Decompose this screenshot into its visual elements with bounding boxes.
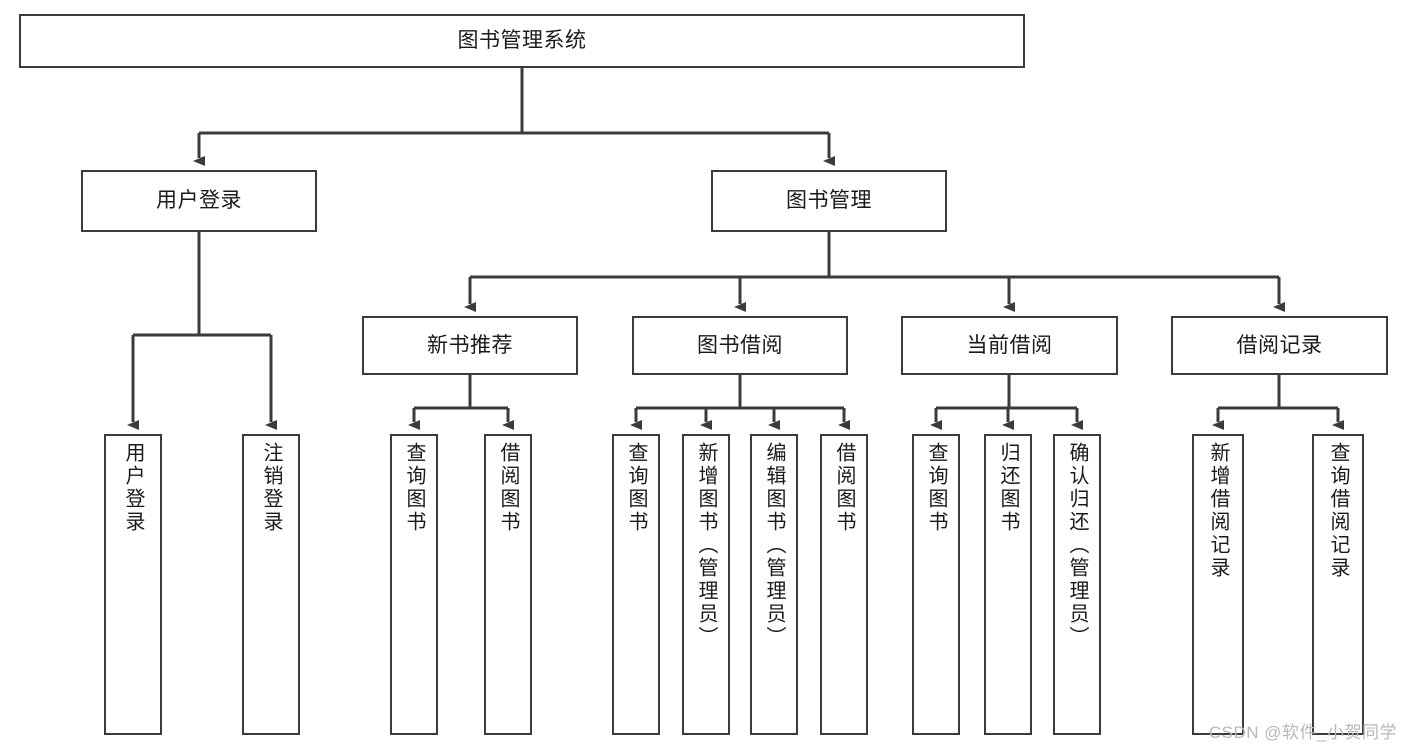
node-root-system[interactable]: 图书管理系统: [19, 14, 1025, 68]
leaf-node[interactable]: 注销登录: [242, 434, 300, 735]
watermark-text: CSDN @软件_小贺同学: [1208, 723, 1397, 742]
leaf-node[interactable]: 用户登录: [104, 434, 162, 735]
node-user-login[interactable]: 用户登录: [81, 170, 317, 232]
leaf-node[interactable]: 确认归还（管理员）: [1053, 434, 1101, 735]
leaf-node-label: 编辑图书（管理员）: [763, 442, 785, 649]
node-book-borrow-label: 图书借阅: [697, 333, 783, 357]
leaf-node[interactable]: 编辑图书（管理员）: [750, 434, 798, 735]
node-current-borrow-label: 当前借阅: [966, 333, 1053, 357]
node-root-label: 图书管理系统: [457, 29, 587, 53]
leaf-node[interactable]: 查询图书: [390, 434, 438, 735]
leaf-node-label: 确认归还（管理员）: [1066, 442, 1088, 649]
leaf-node-label: 注销登录: [260, 442, 282, 534]
node-new-book-recommend[interactable]: 新书推荐: [362, 316, 578, 375]
leaf-node[interactable]: 借阅图书: [820, 434, 868, 735]
node-new-book-recommend-label: 新书推荐: [427, 333, 513, 357]
node-user-login-label: 用户登录: [156, 189, 242, 213]
leaf-node-label: 归还图书: [997, 442, 1019, 534]
node-current-borrow[interactable]: 当前借阅: [901, 316, 1118, 375]
edge-book-manage-to-level3: [464, 232, 1285, 312]
leaf-node[interactable]: 查询借阅记录: [1312, 434, 1364, 735]
edge-user-login-to-leaves: [127, 232, 277, 430]
leaf-node[interactable]: 新增借阅记录: [1192, 434, 1244, 735]
edge-current-borrow-to-leaves: [930, 375, 1083, 430]
leaf-node[interactable]: 查询图书: [612, 434, 660, 735]
leaf-node-label: 查询图书: [925, 442, 947, 534]
node-book-borrow[interactable]: 图书借阅: [632, 316, 848, 375]
leaf-node[interactable]: 新增图书（管理员）: [682, 434, 730, 735]
edge-book-borrow-to-leaves: [630, 375, 850, 430]
leaf-node-label: 查询借阅记录: [1327, 442, 1349, 580]
edge-root-to-level2: [193, 68, 835, 166]
edge-borrow-record-to-leaves: [1212, 375, 1344, 430]
leaf-node-label: 借阅图书: [497, 442, 519, 534]
leaf-node-label: 新增借阅记录: [1207, 442, 1229, 580]
edge-new-book-to-leaves: [408, 375, 514, 430]
node-book-management[interactable]: 图书管理: [711, 170, 947, 232]
node-borrow-record-label: 借阅记录: [1236, 333, 1323, 357]
leaf-node[interactable]: 借阅图书: [484, 434, 532, 735]
leaf-node[interactable]: 查询图书: [912, 434, 960, 735]
leaf-node-label: 用户登录: [122, 442, 144, 534]
leaf-node-label: 借阅图书: [833, 442, 855, 534]
node-borrow-record[interactable]: 借阅记录: [1171, 316, 1388, 375]
leaf-node-label: 查询图书: [625, 442, 647, 534]
leaf-node[interactable]: 归还图书: [984, 434, 1032, 735]
leaf-node-label: 查询图书: [403, 442, 425, 534]
leaf-node-label: 新增图书（管理员）: [695, 442, 717, 649]
node-book-management-label: 图书管理: [786, 189, 872, 213]
